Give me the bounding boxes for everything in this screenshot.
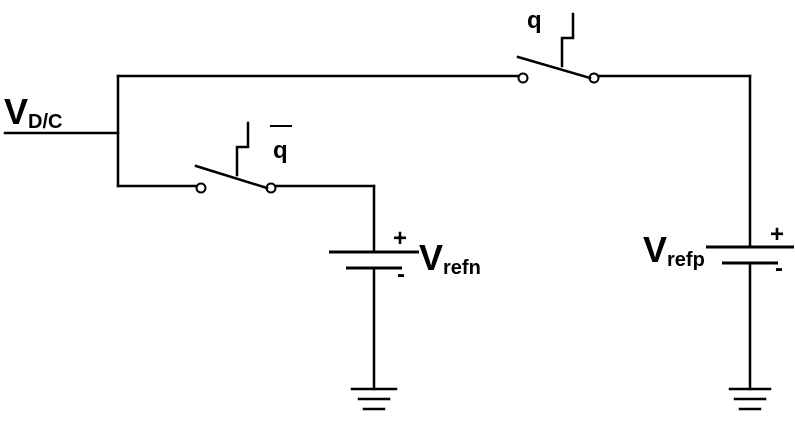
label-vrefp: Vrefp bbox=[643, 229, 705, 271]
vrefp-plus-sign: + bbox=[770, 221, 784, 248]
switch-qbar-blade bbox=[194, 164, 269, 190]
switch-qbar-left-node bbox=[195, 182, 207, 194]
switch-q-control-pulse bbox=[560, 12, 575, 68]
label-vrefp-sub: refp bbox=[667, 249, 705, 271]
battery-vrefn bbox=[329, 250, 419, 270]
switch-qbar-control-pulse bbox=[235, 121, 250, 177]
ground-vrefn bbox=[350, 387, 398, 411]
label-q-bar: q bbox=[273, 137, 288, 164]
switch-q-blade bbox=[516, 55, 592, 80]
label-q-top: q bbox=[527, 7, 542, 34]
switch-q-bar bbox=[194, 121, 277, 194]
label-vdc: VD/C bbox=[4, 91, 62, 133]
vrefn-plus-sign: + bbox=[393, 225, 407, 252]
label-vrefn-sub: refn bbox=[443, 257, 481, 279]
vrefp-minus-sign: - bbox=[775, 255, 783, 282]
label-vrefn: Vrefn bbox=[419, 237, 481, 279]
label-vrefp-main: V bbox=[643, 229, 667, 270]
label-vrefn-main: V bbox=[419, 237, 443, 278]
ground-vrefp bbox=[728, 387, 772, 411]
label-vdc-main: V bbox=[4, 91, 28, 132]
vrefn-minus-sign: - bbox=[397, 261, 405, 288]
label-vdc-sub: D/C bbox=[28, 111, 62, 133]
switch-q-left-node bbox=[517, 72, 529, 84]
switch-q bbox=[516, 12, 600, 84]
